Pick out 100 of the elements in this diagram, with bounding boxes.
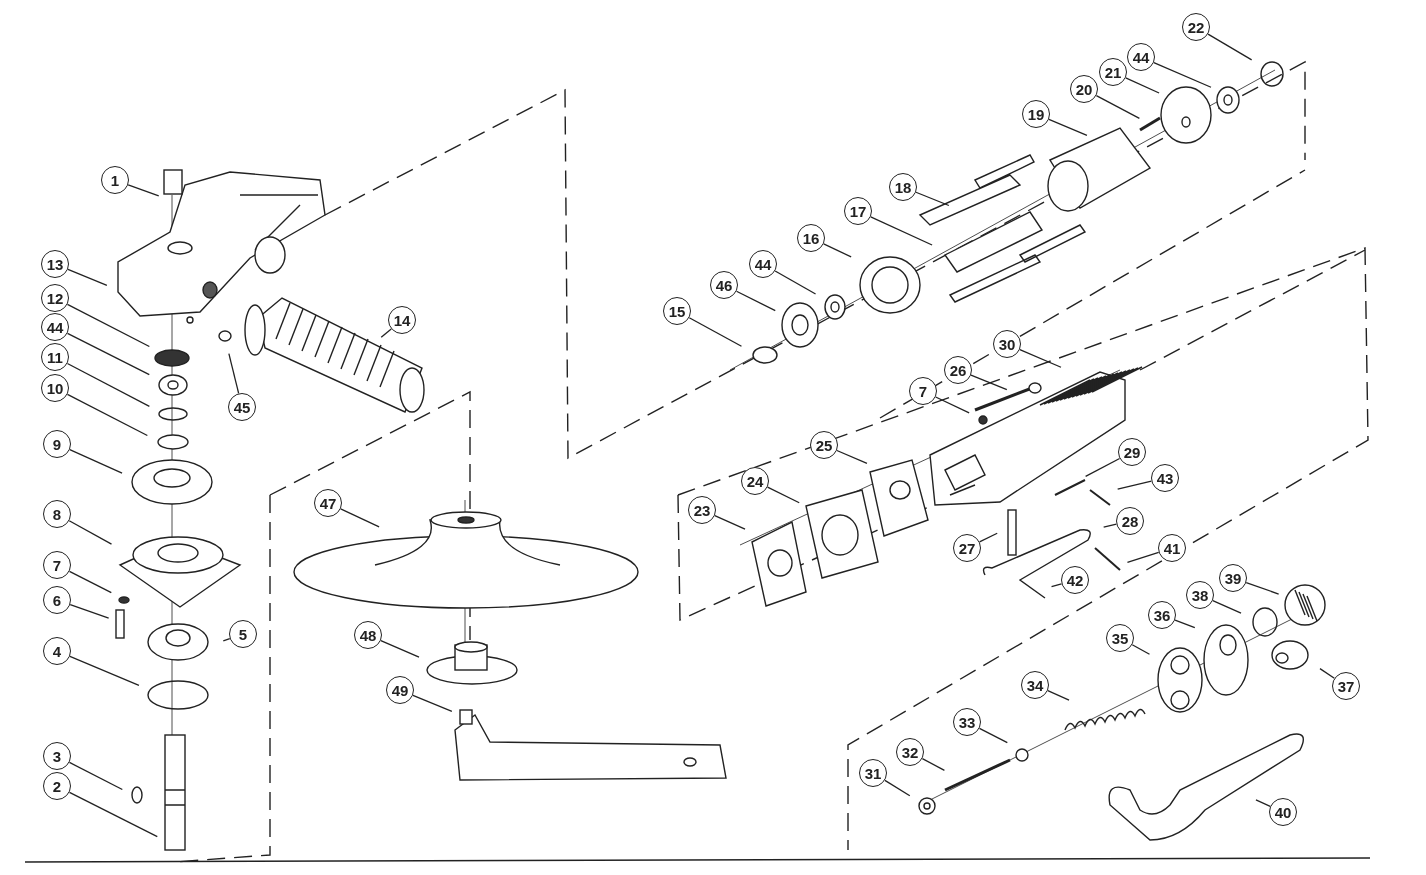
callout-number: 42: [1061, 566, 1089, 594]
callout-number: 19: [1022, 100, 1050, 128]
callout-number: 15: [663, 297, 691, 325]
leader-line: [222, 638, 231, 642]
callout-number: 34: [1021, 671, 1049, 699]
leader-line: [69, 449, 123, 474]
leader-line: [1103, 523, 1118, 528]
leader-line: [978, 727, 1008, 744]
callout-number: 24: [741, 467, 769, 495]
leader-line: [1207, 33, 1253, 61]
leader-line: [380, 639, 420, 658]
callout-number: 39: [1219, 564, 1247, 592]
leader-line: [1047, 690, 1070, 701]
leader-line: [69, 603, 110, 619]
callout-number: 10: [41, 374, 69, 402]
leader-line: [1153, 61, 1212, 88]
leader-line: [836, 449, 868, 464]
leader-line: [68, 520, 113, 545]
callout-number: 7: [43, 551, 71, 579]
callout-number: 17: [844, 197, 872, 225]
leader-line: [1319, 668, 1335, 679]
callout-number: 7: [909, 377, 937, 405]
callout-number: 46: [710, 271, 738, 299]
leader-line: [774, 270, 817, 295]
leader-line: [67, 268, 108, 287]
leader-line: [970, 374, 1008, 391]
callout-number: 38: [1186, 581, 1214, 609]
callout-number: 8: [43, 500, 71, 528]
leader-line: [921, 757, 946, 771]
callout-number: 31: [859, 759, 887, 787]
leader-line: [66, 362, 150, 408]
callout-number: 11: [41, 343, 69, 371]
leader-line: [1048, 118, 1088, 136]
leader-line: [1245, 582, 1280, 595]
leader-line: [1212, 600, 1242, 614]
callout-number: 48: [354, 621, 382, 649]
leader-line: [127, 184, 160, 197]
callout-number: 43: [1151, 464, 1179, 492]
leader-line: [412, 694, 453, 713]
leader-line: [1125, 77, 1160, 94]
leader-line: [1084, 457, 1121, 478]
callout-number: 36: [1148, 601, 1176, 629]
callout-number: 45: [228, 393, 256, 421]
callout-number: 37: [1332, 672, 1360, 700]
callout-number: 13: [41, 250, 69, 278]
callout-number: 44: [1127, 43, 1155, 71]
callout-number: 33: [953, 708, 981, 736]
leader-line: [69, 655, 140, 686]
callout-number: 26: [944, 356, 972, 384]
callout-number: 16: [797, 224, 825, 252]
leader-line: [66, 303, 150, 348]
leader-line: [66, 332, 150, 376]
leader-line: [884, 779, 911, 797]
leader-line: [340, 508, 380, 528]
callout-number: 3: [43, 742, 71, 770]
callout-number: 6: [43, 586, 71, 614]
callout-number: 23: [688, 496, 716, 524]
callout-number: 35: [1106, 624, 1134, 652]
callout-number: 41: [1158, 534, 1186, 562]
callout-number: 22: [1182, 13, 1210, 41]
callout-number: 30: [993, 330, 1021, 358]
callout-number: 5: [229, 620, 257, 648]
leader-line: [915, 191, 950, 207]
leader-line: [823, 243, 852, 258]
leader-line: [978, 532, 998, 543]
callout-number: 27: [953, 534, 981, 562]
leader-line: [1131, 644, 1151, 655]
leader-line: [228, 353, 240, 395]
leader-line: [688, 317, 743, 347]
callout-number: 9: [43, 430, 71, 458]
callout-number: 28: [1116, 507, 1144, 535]
leader-line: [380, 328, 392, 338]
leader-line: [1019, 348, 1062, 368]
leader-line: [870, 216, 933, 246]
callout-number: 12: [41, 284, 69, 312]
callout-number: 25: [810, 431, 838, 459]
callout-number: 29: [1118, 438, 1146, 466]
callout-number: 4: [43, 637, 71, 665]
callout-number: 32: [896, 738, 924, 766]
callout-number: 14: [388, 306, 416, 334]
callout-number: 44: [749, 250, 777, 278]
leader-line: [935, 396, 970, 414]
leader-line: [1255, 799, 1271, 807]
callout-number: 20: [1070, 75, 1098, 103]
callout-number: 2: [43, 772, 71, 800]
leader-line: [766, 486, 800, 504]
callout-number: 44: [41, 313, 69, 341]
leader-line: [68, 570, 112, 594]
callout-number: 21: [1099, 58, 1127, 86]
callout-number: 40: [1269, 798, 1297, 826]
leader-line: [1095, 94, 1141, 120]
leader-line: [1174, 619, 1196, 629]
callout-number: 49: [386, 676, 414, 704]
callout-number: 47: [314, 489, 342, 517]
leader-line: [735, 290, 776, 312]
leader-line: [68, 791, 158, 838]
leader-line: [714, 515, 746, 530]
leader-line: [1050, 583, 1063, 588]
callout-number: 18: [889, 173, 917, 201]
leader-line: [68, 761, 123, 791]
